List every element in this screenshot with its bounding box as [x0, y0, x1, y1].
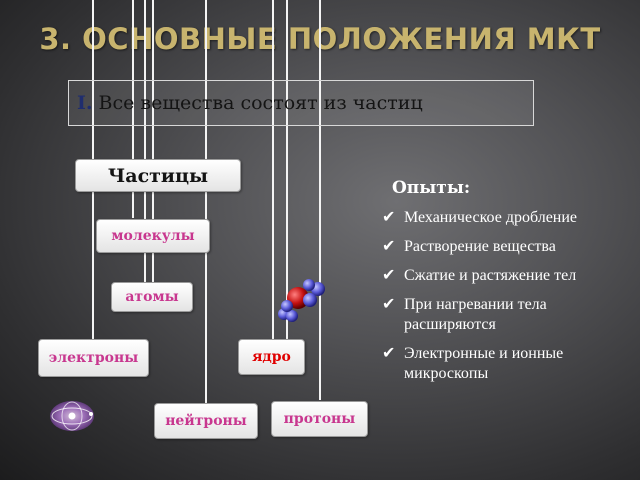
check-icon: ✔: [382, 209, 396, 226]
particles-heading: Частицы: [107, 164, 209, 187]
experiments-title: Опыты:: [392, 178, 471, 198]
check-icon: ✔: [382, 296, 396, 313]
experiment-item: ✔ Растворение вещества: [382, 237, 638, 257]
check-icon: ✔: [382, 345, 396, 362]
atoms-box: атомы: [111, 282, 193, 312]
nucleus-label: ядро: [252, 349, 291, 365]
experiment-text: Электронные и ионные микроскопы: [404, 345, 564, 382]
experiment-text: Механическое дробление: [404, 209, 578, 226]
principle-box: I. Все вещества состоят из частиц: [68, 80, 534, 126]
electrons-label: электроны: [48, 350, 139, 366]
experiment-text: При нагревании тела расширяются: [404, 296, 547, 333]
experiment-item: ✔ При нагревании тела расширяются: [382, 295, 638, 335]
experiment-item: ✔ Электронные и ионные микроскопы: [382, 344, 638, 384]
experiment-text: Растворение вещества: [404, 238, 556, 255]
neutrons-label: нейтроны: [165, 413, 247, 429]
atoms-label: атомы: [125, 289, 179, 305]
atom-model-icon: [50, 401, 94, 431]
nucleus-box: ядро: [238, 339, 305, 375]
neutrons-box: нейтроны: [154, 403, 258, 439]
particles-heading-box: Частицы: [75, 159, 241, 192]
molecules-label: молекулы: [111, 228, 195, 244]
experiment-text: Сжатие и растяжение тел: [404, 267, 577, 284]
experiments-panel: Опыты: ✔ Механическое дробление ✔ Раство…: [382, 178, 638, 393]
electrons-box: электроны: [38, 339, 149, 377]
principle-text: Все вещества состоят из частиц: [98, 92, 423, 114]
check-icon: ✔: [382, 267, 396, 284]
experiment-item: ✔ Сжатие и растяжение тел: [382, 266, 638, 286]
experiment-item: ✔ Механическое дробление: [382, 208, 638, 228]
molecules-box: молекулы: [96, 219, 210, 253]
check-icon: ✔: [382, 238, 396, 255]
protons-box: протоны: [271, 401, 368, 437]
nucleus-model-icon: [278, 279, 325, 322]
protons-label: протоны: [283, 411, 356, 427]
principle-number: I.: [77, 92, 93, 114]
